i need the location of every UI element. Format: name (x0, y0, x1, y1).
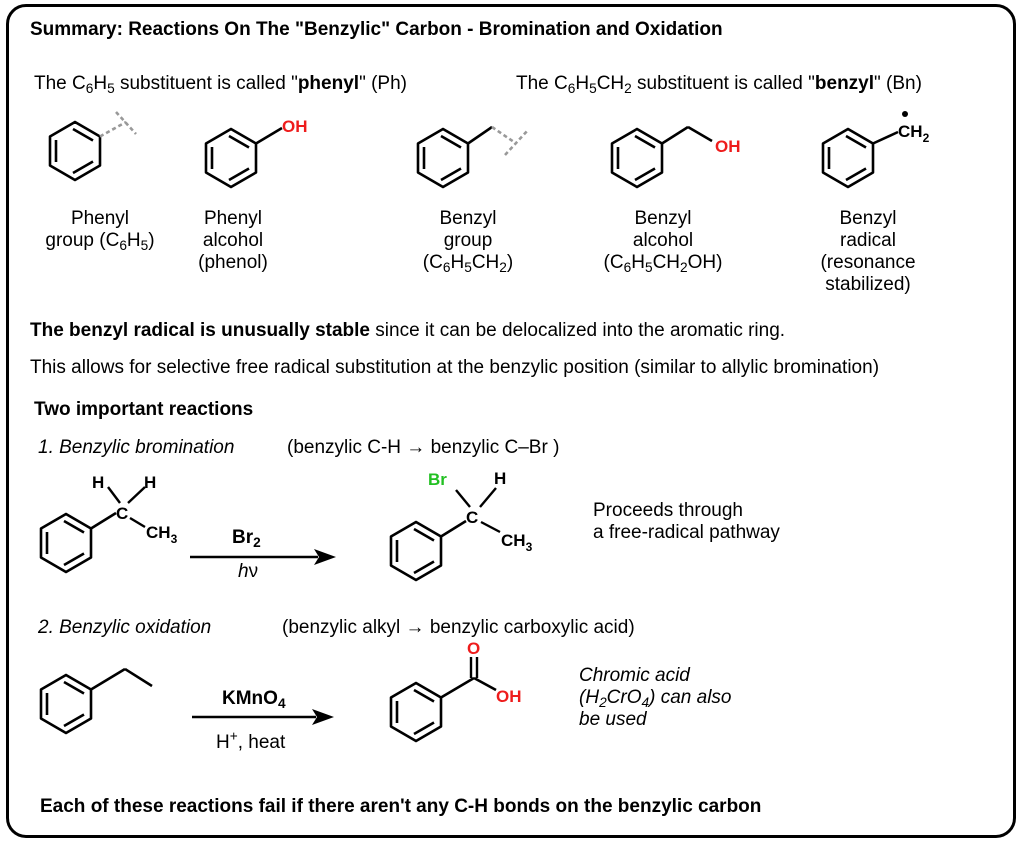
benzylic-bond (90, 511, 117, 530)
selectivity-statement: This allows for selective free radical s… (30, 357, 880, 378)
c-o-bond (255, 126, 283, 145)
benzene-ring (39, 512, 93, 574)
hydrogen-label-right: H (144, 473, 156, 492)
attachment-mark (504, 129, 529, 156)
summary-frame (6, 4, 1016, 838)
section-heading: Two important reactions (34, 399, 254, 420)
attachment-mark (115, 111, 137, 135)
benzyl-alcohol-label: Benzyl alcohol (C6H5CH2OH) (603, 208, 723, 275)
reaction1-condition: hν (238, 561, 259, 582)
wavy-bond (491, 125, 515, 144)
phenol-structure: OH (204, 117, 308, 189)
bromine-label: Br (428, 470, 447, 489)
ring-carboxyl-bond (440, 676, 475, 699)
methyl-label: CH3 (501, 531, 533, 554)
benzylic-carbon-label: C (116, 504, 128, 523)
benzyl-alcohol-structure: OH (610, 125, 741, 189)
ch2-bond (90, 667, 126, 691)
c-ch3-bond (480, 520, 501, 534)
stability-statement: The benzyl radical is unusually stable s… (30, 320, 786, 341)
benzylic-bond (440, 519, 467, 538)
reaction1-name: 1. Benzylic bromination (38, 437, 235, 458)
reaction2-name: 2. Benzylic oxidation (38, 617, 212, 638)
benzyl-group-label: Benzyl group (C6H5CH2) (422, 208, 514, 275)
hydrogen-label: H (494, 469, 506, 488)
oxidation-arrow (192, 709, 334, 725)
reaction2-description: (benzylic alkyl → benzylic carboxylic ac… (282, 617, 635, 638)
c-h-bond-left (107, 486, 121, 504)
c-ch3-bond (129, 516, 146, 529)
benzylic-carbon-label: C (466, 508, 478, 527)
benzene-ring (389, 520, 443, 582)
ethylbenzene-structure-2 (39, 667, 153, 735)
hydroxyl-label: OH (715, 137, 741, 156)
wavy-bond (99, 120, 127, 138)
benzyl-intro: The C6H5CH2 substituent is called "benzy… (516, 73, 922, 96)
ch2-bond (661, 125, 689, 145)
bromoethylbenzene-structure: C Br H CH3 (389, 469, 533, 582)
benzyl-radical-structure: CH2 (821, 111, 930, 189)
reaction1-note: Proceeds through a free-radical pathway (593, 500, 780, 543)
hydroxyl-label: OH (496, 687, 522, 706)
benzene-ring (389, 681, 443, 743)
phenyl-group-structure (48, 111, 137, 182)
methyl-label: CH3 (146, 523, 178, 546)
phenol-label: Phenyl alcohol (phenol) (198, 208, 268, 273)
hydrogen-label-left: H (92, 473, 104, 492)
reaction1-reagent: Br2 (232, 527, 261, 550)
footer-statement: Each of these reactions fail if there ar… (40, 796, 762, 817)
reaction1-description: (benzylic C-H → benzylic C–Br ) (287, 437, 560, 458)
c-oh-bond (473, 676, 497, 692)
benzene-ring (39, 673, 93, 735)
ch3-bond (124, 667, 153, 688)
benzyl-radical-label: Benzyl radical (resonance stabilized) (820, 208, 916, 295)
c-br-bond (455, 489, 471, 508)
benzyl-group-structure (416, 125, 529, 189)
benzoic-acid-structure: O OH (389, 639, 522, 743)
c-h-bond-right (127, 486, 146, 504)
benzene-ring (48, 120, 102, 182)
ch2-label: CH2 (898, 122, 930, 145)
phenyl-term: phenyl (297, 73, 360, 94)
ch2-bond (467, 125, 493, 145)
phenyl-group-label: Phenyl group (C6H5) (45, 208, 155, 253)
benzene-ring (416, 127, 470, 189)
benzene-ring (610, 127, 664, 189)
bromination-arrow (190, 549, 336, 565)
benzyl-term: benzyl (814, 73, 875, 94)
c-h-bond (479, 487, 497, 508)
ethylbenzene-structure-1: C H H CH3 (39, 473, 178, 574)
phenyl-intro: The C6H5 substituent is called "phenyl" … (34, 73, 407, 96)
reaction2-reagent: KMnO4 (222, 688, 286, 711)
reaction2-condition: H+, heat (216, 728, 286, 753)
c-o-bond (687, 125, 713, 143)
carbonyl-oxygen-label: O (467, 639, 480, 658)
hydroxyl-label: OH (282, 117, 308, 136)
benzene-ring (821, 127, 875, 189)
radical-dot (902, 111, 908, 117)
page-title: Summary: Reactions On The "Benzylic" Car… (30, 19, 723, 40)
reaction2-note: Chromic acid (H2CrO4) can also be used (579, 665, 732, 730)
benzene-ring (204, 127, 258, 189)
ch2-bond (872, 130, 899, 145)
